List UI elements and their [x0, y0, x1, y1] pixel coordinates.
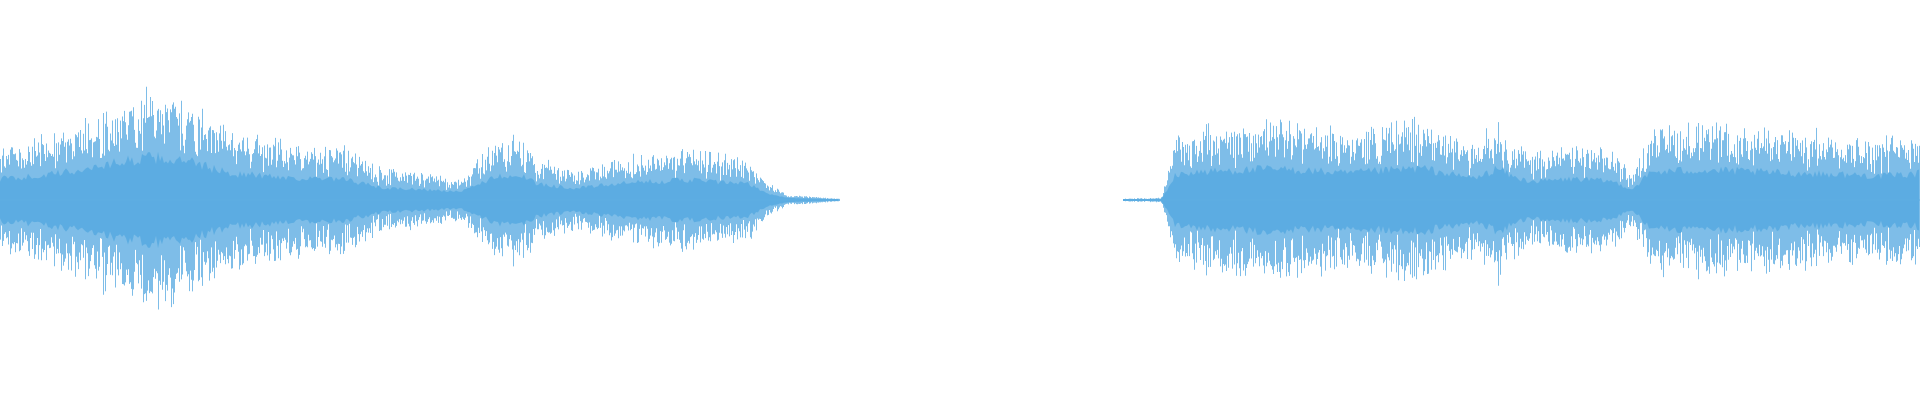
- waveform-segment-2: [1123, 116, 1920, 286]
- waveform-segment-1: [0, 86, 840, 310]
